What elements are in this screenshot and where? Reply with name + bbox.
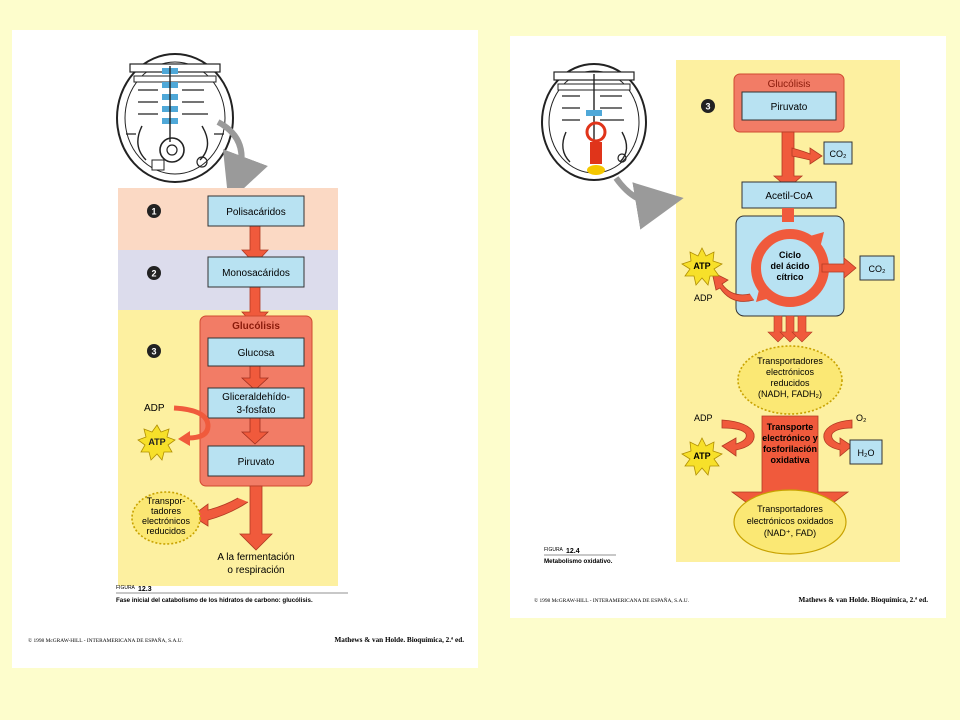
acetyl-coa-label: Acetil-CoA xyxy=(765,191,813,202)
krebs-line2: del ácido xyxy=(770,261,810,271)
reduced-carriers-line3: reducidos xyxy=(770,378,810,388)
reduced-carriers-oval xyxy=(737,345,843,415)
svg-text:3: 3 xyxy=(151,347,156,357)
copyright-notice: © 1998 McGRAW-HILL - INTERAMERICANA DE E… xyxy=(534,596,689,604)
arrow-to-co2-right xyxy=(821,257,857,279)
adp-label: ADP xyxy=(144,403,165,414)
polysaccharides-box xyxy=(207,195,305,227)
figure-number: 12.3 xyxy=(138,586,152,593)
adp-to-atp-arrow-oxphos xyxy=(721,419,755,457)
arrow-to-co2-top xyxy=(791,147,823,165)
h2o-label: H₂O xyxy=(858,448,875,458)
arrow-down-1 xyxy=(767,315,789,343)
glycolysis-title: Glucólisis xyxy=(232,321,280,332)
step-badge-3: 3 xyxy=(701,99,715,113)
pyruvate-label: Piruvato xyxy=(771,102,808,113)
cell-overview-thumbnail xyxy=(541,63,647,181)
pyruvate-box xyxy=(741,91,837,121)
oxidized-carriers-line2: electrónicos oxidados xyxy=(747,516,834,526)
step-badge-1: 1 xyxy=(147,204,161,218)
destination-line2: o respiración xyxy=(227,565,284,576)
destination-line1: A la fermentación xyxy=(217,552,294,563)
reduced-carriers-oval xyxy=(131,491,201,545)
svg-text:2: 2 xyxy=(151,269,156,279)
arrow-to-fermentation xyxy=(239,485,273,551)
arrow-down-3 xyxy=(791,315,813,343)
reduced-carriers-line4: (NADH, FADH₂) xyxy=(758,389,822,399)
arrow-g3p-to-pyruvate xyxy=(240,415,270,445)
co2-box-right xyxy=(859,255,895,281)
glycolysis-title: Glucólisis xyxy=(768,79,811,90)
figure-label: FIGURA xyxy=(116,585,136,591)
oxidized-carriers-oval xyxy=(733,489,847,555)
atp-label-cycle: ATP xyxy=(693,261,710,271)
arrow-down-2 xyxy=(779,315,801,343)
pyruvate-box xyxy=(207,445,305,477)
book-reference: Mathews & van Holde. Bioquímica, 2.ª ed. xyxy=(798,596,928,604)
carriers-line4: reducidos xyxy=(146,526,186,536)
svg-text:3: 3 xyxy=(705,102,710,112)
g3p-label-line2: 3-fosfato xyxy=(237,405,276,416)
copyright-notice: © 1998 McGRAW-HILL - INTERAMERICANA DE E… xyxy=(28,636,183,644)
o2-label: O₂ xyxy=(856,413,867,423)
cell-overview-thumbnail xyxy=(116,53,234,183)
atp-label-oxphos: ATP xyxy=(693,451,710,461)
zoom-arrow xyxy=(216,119,268,203)
pyruvate-label: Piruvato xyxy=(238,457,275,468)
o2-to-h2o-arrow xyxy=(823,419,853,457)
figure-caption: Fase inicial del catabolismo de los hidr… xyxy=(116,597,313,604)
figure-label: FIGURA xyxy=(544,547,564,553)
glucose-label: Glucosa xyxy=(238,348,275,359)
monosaccharides-label: Monosacáridos xyxy=(222,268,290,279)
monosaccharides-box xyxy=(207,256,305,288)
figure-12-4-panel: 3 Glucólisis Piruvato CO₂ Acetil-CoA Cic… xyxy=(510,36,946,618)
cycle-arrowhead-1 xyxy=(810,232,824,248)
oxphos-line4: oxidativa xyxy=(770,455,810,465)
adp-label-oxphos: ADP xyxy=(694,413,713,423)
zoom-arrow xyxy=(613,176,684,230)
carriers-line3: electrónicos xyxy=(142,516,191,526)
figure-12-3-svg: 1 2 3 Polisacáridos Monosacáridos Glucól… xyxy=(28,53,464,644)
oxphos-line2: electrónico y xyxy=(762,433,818,443)
co2-label-right: CO₂ xyxy=(869,264,887,274)
arrow-glucose-to-g3p xyxy=(240,365,270,391)
co2-box-top xyxy=(823,141,853,165)
atp-starburst-cycle xyxy=(681,247,723,286)
oxidized-carriers-line1: Transportadores xyxy=(757,504,823,514)
carriers-line2: tadores xyxy=(151,506,182,516)
g3p-box xyxy=(207,387,305,419)
krebs-line3: cítrico xyxy=(776,272,804,282)
glucose-box xyxy=(207,337,305,367)
step-badge-3: 3 xyxy=(147,344,161,358)
cycle-arrowhead-2 xyxy=(756,286,770,302)
atp-label: ATP xyxy=(148,437,165,447)
book-reference: Mathews & van Holde. Bioquímica, 2.ª ed. xyxy=(334,636,464,644)
svg-text:1: 1 xyxy=(151,207,156,217)
atp-starburst xyxy=(137,424,176,461)
co2-label-top: CO₂ xyxy=(830,149,848,159)
acetyl-coa-box xyxy=(741,181,837,209)
figure-12-4-svg: 3 Glucólisis Piruvato CO₂ Acetil-CoA Cic… xyxy=(534,60,928,604)
oxphos-line3: fosforilación xyxy=(763,444,817,454)
carriers-line1: Transpor- xyxy=(147,496,186,506)
atp-starburst-oxphos xyxy=(681,437,723,476)
adp-to-atp-arrow xyxy=(173,405,211,441)
oxidized-carriers-line3: (NAD⁺, FAD) xyxy=(764,528,816,538)
figure-number: 12.4 xyxy=(566,548,580,555)
g3p-label-line1: Gliceraldehído- xyxy=(222,392,290,403)
figure-caption: Metabolismo oxidativo. xyxy=(544,558,613,565)
h2o-box xyxy=(849,439,883,465)
figure-12-3-panel: 1 2 3 Polisacáridos Monosacáridos Glucól… xyxy=(12,30,478,668)
adp-label-cycle: ADP xyxy=(694,293,713,303)
oxphos-line1: Transporte xyxy=(767,422,814,432)
reduced-carriers-line2: electrónicos xyxy=(766,367,815,377)
krebs-line1: Ciclo xyxy=(779,250,802,260)
polysaccharides-label: Polisacáridos xyxy=(226,207,285,218)
step-badge-2: 2 xyxy=(147,266,161,280)
adp-to-atp-arrowhead xyxy=(178,431,190,446)
arrow-acetylcoa-to-cycle xyxy=(782,208,794,222)
reduced-carriers-line1: Transportadores xyxy=(757,356,823,366)
